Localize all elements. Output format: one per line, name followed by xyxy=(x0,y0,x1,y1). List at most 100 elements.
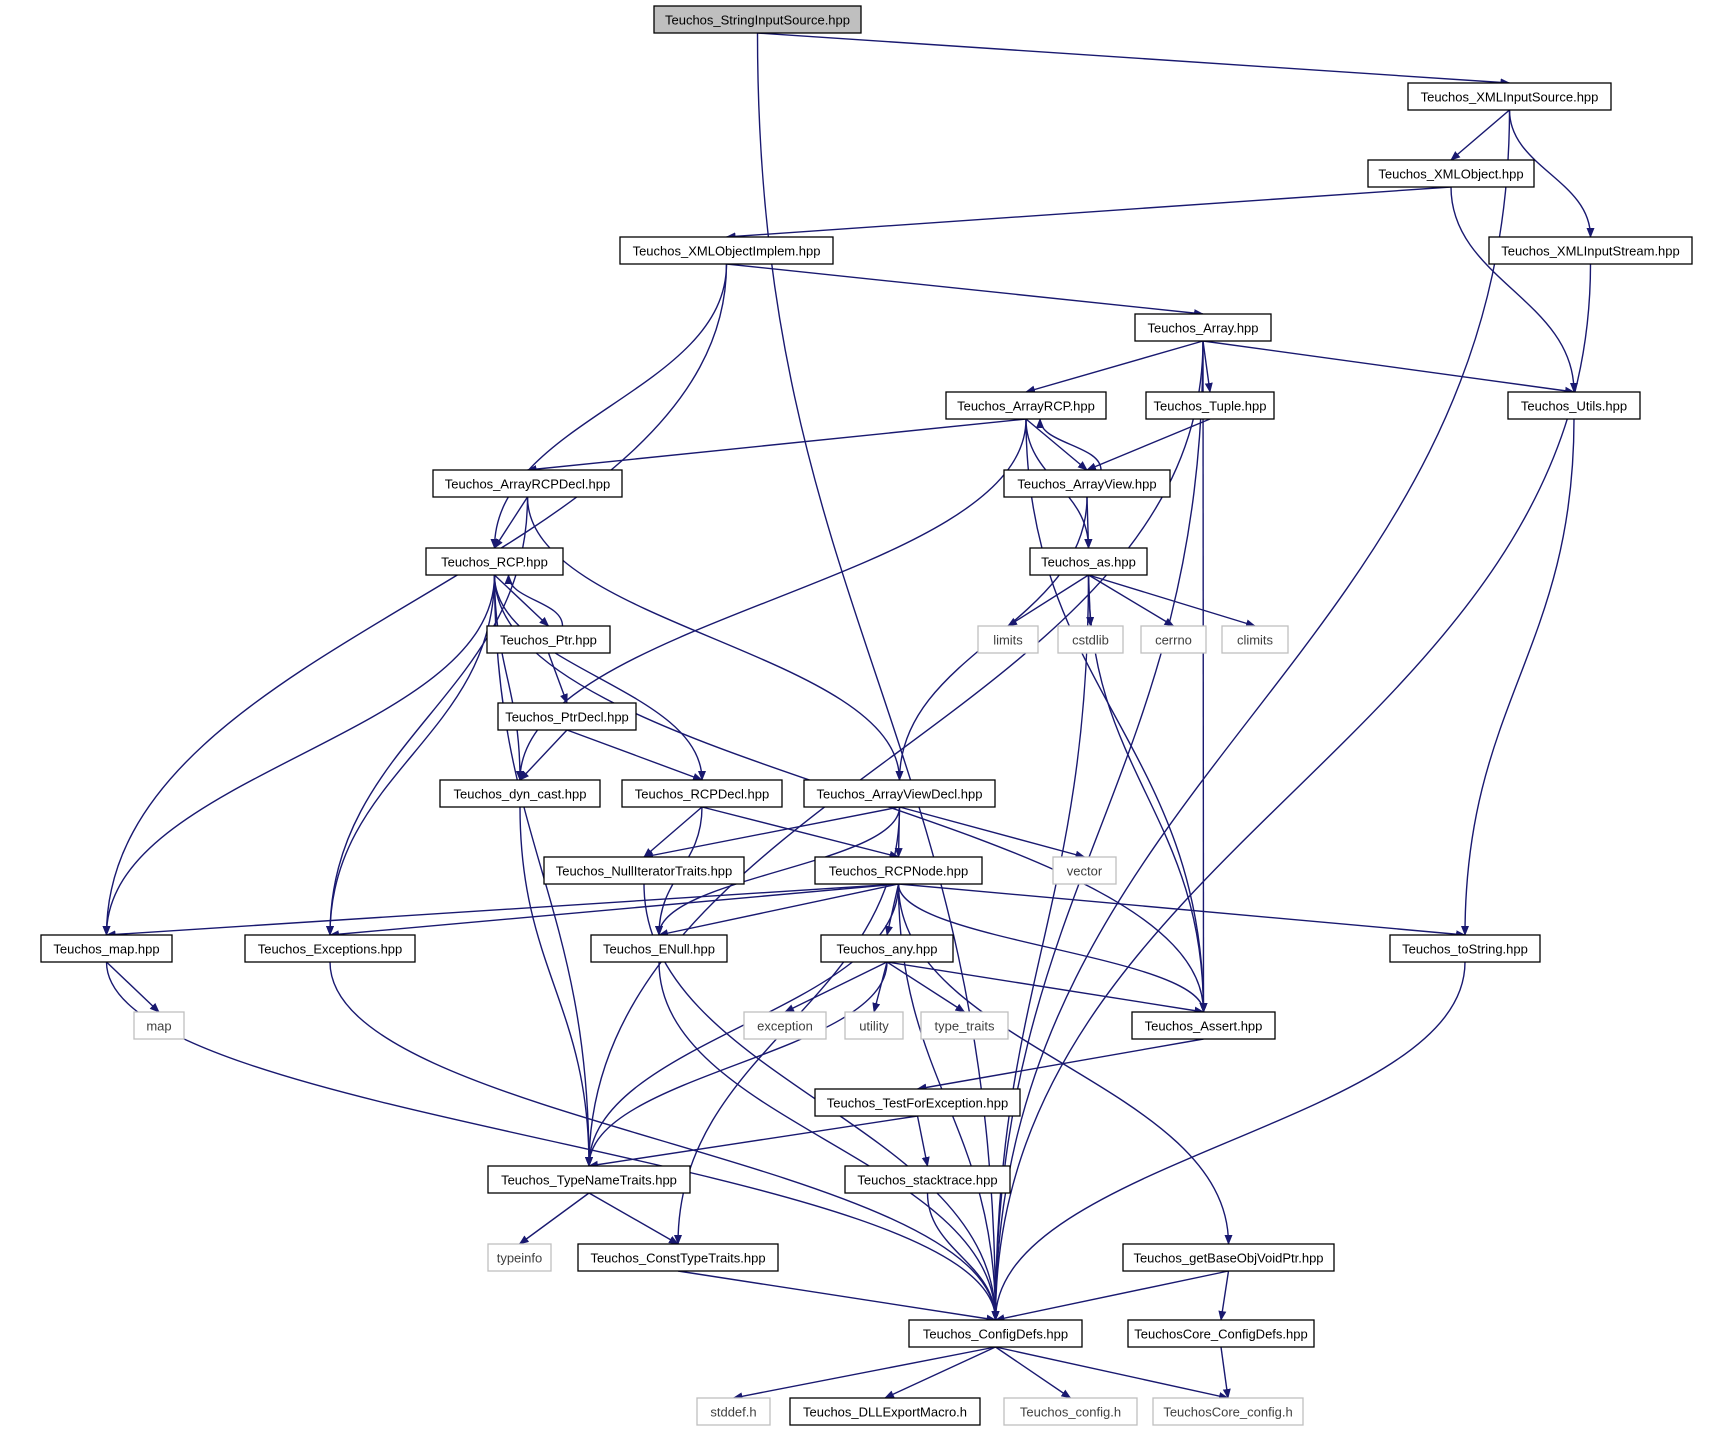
edge-Array-to-Tuple xyxy=(1202,340,1213,393)
node-label: exception xyxy=(757,1019,813,1034)
edge-as-to-cerrno xyxy=(1088,574,1175,627)
edge-map_hpp-to-map xyxy=(106,961,160,1013)
node-typeinfo: typeinfo xyxy=(487,1243,552,1272)
node-box xyxy=(945,391,1107,420)
node-label: Teuchos_DLLExportMacro.h xyxy=(803,1405,967,1420)
edge-ConfigDefs-to-CoreConfig_h xyxy=(995,1346,1229,1400)
node-as[interactable]: Teuchos_as.hpp xyxy=(1029,547,1148,576)
edge-TestForException-to-stacktrace xyxy=(916,1115,930,1167)
node-Ptr[interactable]: Teuchos_Ptr.hpp xyxy=(486,625,611,654)
edge-CoreConfigDefs-to-CoreConfig_h xyxy=(1220,1346,1231,1399)
edge-ArrayRCP-to-ArrayRCPDecl xyxy=(526,418,1027,474)
node-box xyxy=(1140,625,1207,654)
edge-RCPNode-to-map_hpp xyxy=(105,883,899,939)
node-map_hpp[interactable]: Teuchos_map.hpp xyxy=(40,934,173,963)
node-box xyxy=(1407,82,1612,111)
node-PtrDecl[interactable]: Teuchos_PtrDecl.hpp xyxy=(497,702,637,731)
node-exception: exception xyxy=(743,1011,827,1040)
edge-dyn_cast-to-TypeNameTraits xyxy=(519,806,593,1167)
edge-any-to-type_traits xyxy=(886,961,966,1013)
edge-Array-to-Utils xyxy=(1202,340,1575,395)
node-RCP[interactable]: Teuchos_RCP.hpp xyxy=(425,547,564,576)
node-box xyxy=(844,1165,1011,1194)
edge-RCPNode-to-Exceptions xyxy=(329,883,899,939)
node-type_traits: type_traits xyxy=(920,1011,1009,1040)
node-ArrayViewDecl[interactable]: Teuchos_ArrayViewDecl.hpp xyxy=(803,779,996,808)
edge-as-to-limits xyxy=(1007,574,1089,627)
node-ConstTypeTraits[interactable]: Teuchos_ConstTypeTraits.hpp xyxy=(577,1243,779,1272)
edge-ArrayView-to-ArrayRCP xyxy=(1036,418,1102,471)
node-ArrayRCP[interactable]: Teuchos_ArrayRCP.hpp xyxy=(945,391,1107,420)
node-TestForException[interactable]: Teuchos_TestForException.hpp xyxy=(814,1088,1021,1117)
node-RCPNode[interactable]: Teuchos_RCPNode.hpp xyxy=(814,856,983,885)
node-label: TeuchosCore_ConfigDefs.hpp xyxy=(1134,1327,1307,1342)
node-ConfigDefs[interactable]: Teuchos_ConfigDefs.hpp xyxy=(908,1319,1083,1348)
node-stacktrace[interactable]: Teuchos_stacktrace.hpp xyxy=(844,1165,1011,1194)
node-box xyxy=(844,1011,904,1040)
node-toString[interactable]: Teuchos_toString.hpp xyxy=(1389,934,1541,963)
node-label: Teuchos_XMLInputStream.hpp xyxy=(1501,244,1680,259)
edge-RCPNode-to-any xyxy=(885,883,900,936)
node-RCPDecl[interactable]: Teuchos_RCPDecl.hpp xyxy=(621,779,783,808)
node-CoreConfigDefs[interactable]: TeuchosCore_ConfigDefs.hpp xyxy=(1127,1319,1315,1348)
node-box xyxy=(820,934,954,963)
node-box xyxy=(487,1165,691,1194)
edge-ArrayViewDecl-to-NullIteratorTraits xyxy=(643,806,900,860)
node-box xyxy=(803,779,996,808)
node-box xyxy=(696,1397,771,1426)
node-XMLInputSource[interactable]: Teuchos_XMLInputSource.hpp xyxy=(1407,82,1612,111)
node-box xyxy=(977,625,1039,654)
node-StringInputSource[interactable]: Teuchos_StringInputSource.hpp xyxy=(653,5,862,34)
node-XMLObjectImplem[interactable]: Teuchos_XMLObjectImplem.hpp xyxy=(619,236,834,265)
node-Assert[interactable]: Teuchos_Assert.hpp xyxy=(1131,1011,1276,1040)
node-dyn_cast[interactable]: Teuchos_dyn_cast.hpp xyxy=(439,779,601,808)
node-limits: limits xyxy=(977,625,1039,654)
node-Tuple[interactable]: Teuchos_Tuple.hpp xyxy=(1145,391,1275,420)
node-label: typeinfo xyxy=(497,1251,543,1266)
node-label: Teuchos_ArrayView.hpp xyxy=(1017,477,1156,492)
node-any[interactable]: Teuchos_any.hpp xyxy=(820,934,954,963)
node-box xyxy=(619,236,834,265)
node-label: Teuchos_XMLObject.hpp xyxy=(1378,167,1523,182)
edge-any-to-utility xyxy=(872,961,888,1013)
node-Utils[interactable]: Teuchos_Utils.hpp xyxy=(1507,391,1641,420)
edge-XMLObject-to-Utils xyxy=(1450,186,1578,393)
node-TypeNameTraits[interactable]: Teuchos_TypeNameTraits.hpp xyxy=(487,1165,691,1194)
node-cerrno: cerrno xyxy=(1140,625,1207,654)
edge-RCPNode-to-ENull xyxy=(658,883,899,938)
node-label: Teuchos_RCPDecl.hpp xyxy=(635,787,769,802)
node-ArrayView[interactable]: Teuchos_ArrayView.hpp xyxy=(1003,469,1171,498)
node-label: Teuchos_ENull.hpp xyxy=(603,942,715,957)
edge-any-to-exception xyxy=(784,961,888,1013)
edge-ConfigDefs-to-stddef xyxy=(732,1346,996,1401)
edge-toString-to-ConfigDefs xyxy=(991,961,1466,1321)
node-ENull[interactable]: Teuchos_ENull.hpp xyxy=(590,934,728,963)
node-Exceptions[interactable]: Teuchos_Exceptions.hpp xyxy=(244,934,416,963)
node-label: Teuchos_RCPNode.hpp xyxy=(829,864,968,879)
edge-Array-to-ConfigDefs xyxy=(991,340,1204,1321)
node-label: cstdlib xyxy=(1072,633,1109,648)
node-NullIteratorTraits[interactable]: Teuchos_NullIteratorTraits.hpp xyxy=(543,856,745,885)
node-label: Teuchos_ArrayRCPDecl.hpp xyxy=(445,477,610,492)
edge-RCP-to-TypeNameTraits xyxy=(493,574,593,1167)
node-getBaseObjVoidPtr[interactable]: Teuchos_getBaseObjVoidPtr.hpp xyxy=(1122,1243,1335,1272)
edge-Utils-to-toString xyxy=(1461,418,1575,936)
node-box xyxy=(590,934,728,963)
edge-stacktrace-to-ConfigDefs xyxy=(926,1192,1000,1321)
node-box xyxy=(1131,1011,1276,1040)
node-label: Teuchos_ConstTypeTraits.hpp xyxy=(590,1251,765,1266)
edge-any-to-TypeNameTraits xyxy=(585,961,888,1167)
node-label: Teuchos_StringInputSource.hpp xyxy=(665,13,850,28)
node-label: Teuchos_any.hpp xyxy=(837,942,938,957)
node-DLLExportMacro[interactable]: Teuchos_DLLExportMacro.h xyxy=(789,1397,981,1426)
edge-as-to-climits xyxy=(1088,574,1256,628)
node-box xyxy=(432,469,623,498)
edge-getBaseObjVoidPtr-to-CoreConfigDefs xyxy=(1218,1270,1230,1321)
edge-ArrayViewDecl-to-vector xyxy=(899,806,1086,859)
node-ArrayRCPDecl[interactable]: Teuchos_ArrayRCPDecl.hpp xyxy=(432,469,623,498)
node-XMLInputStream[interactable]: Teuchos_XMLInputStream.hpp xyxy=(1488,236,1693,265)
node-XMLObject[interactable]: Teuchos_XMLObject.hpp xyxy=(1367,159,1535,188)
node-label: climits xyxy=(1237,633,1274,648)
node-Array[interactable]: Teuchos_Array.hpp xyxy=(1134,313,1272,342)
